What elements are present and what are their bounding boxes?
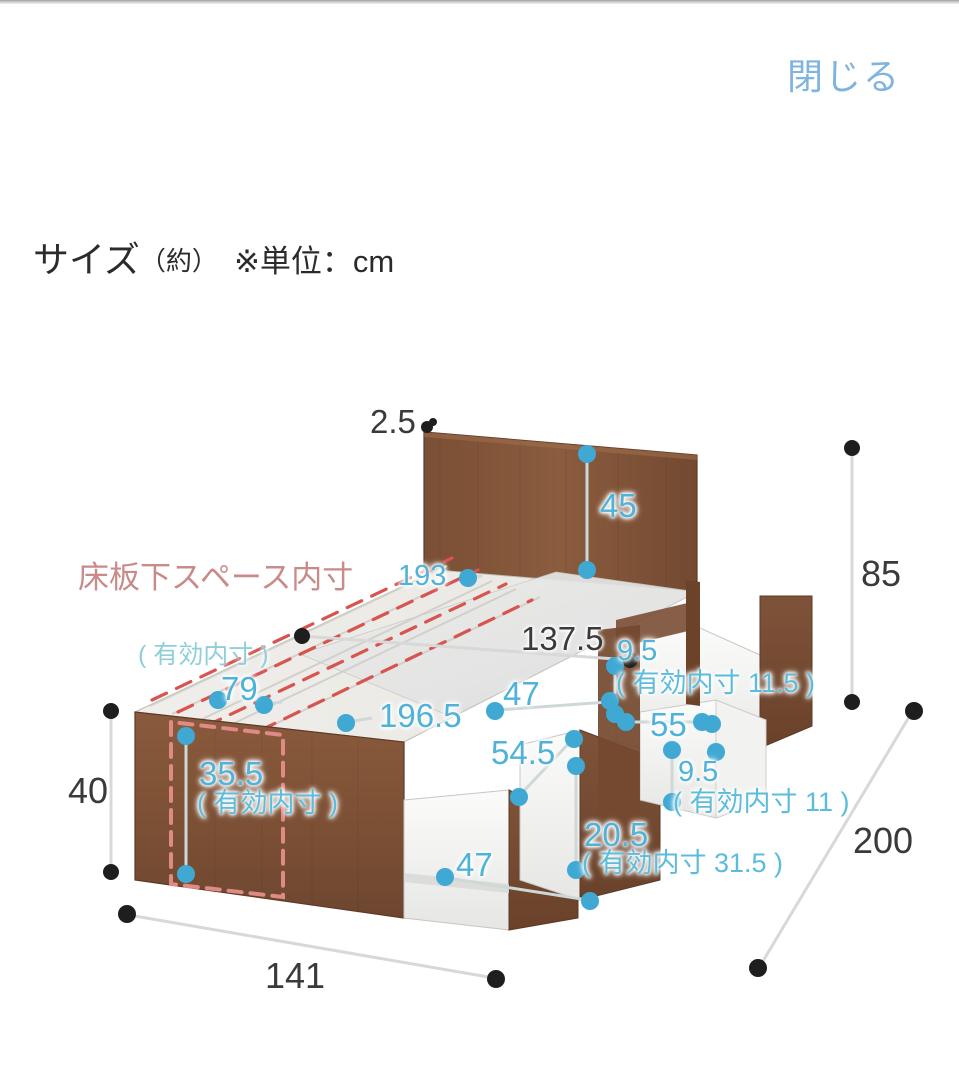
frame-right-wall — [598, 625, 640, 842]
page-title-unit: ※単位：cm — [233, 244, 395, 279]
frame-left-face — [134, 711, 405, 919]
underboard-inner-rect — [169, 719, 285, 900]
blue-dimension-lines — [184, 456, 700, 902]
blue-dimension-endpoints — [177, 445, 725, 910]
frame-right-edge — [686, 580, 700, 706]
black-dimension-lines — [109, 452, 914, 980]
browser-chrome-bar — [0, 0, 959, 4]
page-title-approx: （約） — [139, 246, 218, 276]
headboard — [423, 431, 698, 599]
black-dimension-endpoints — [103, 418, 923, 988]
close-button[interactable]: 閉じる — [786, 56, 901, 97]
page-title: サイズ（約） ※単位：cm — [33, 231, 394, 283]
page-title-main: サイズ — [33, 239, 140, 280]
